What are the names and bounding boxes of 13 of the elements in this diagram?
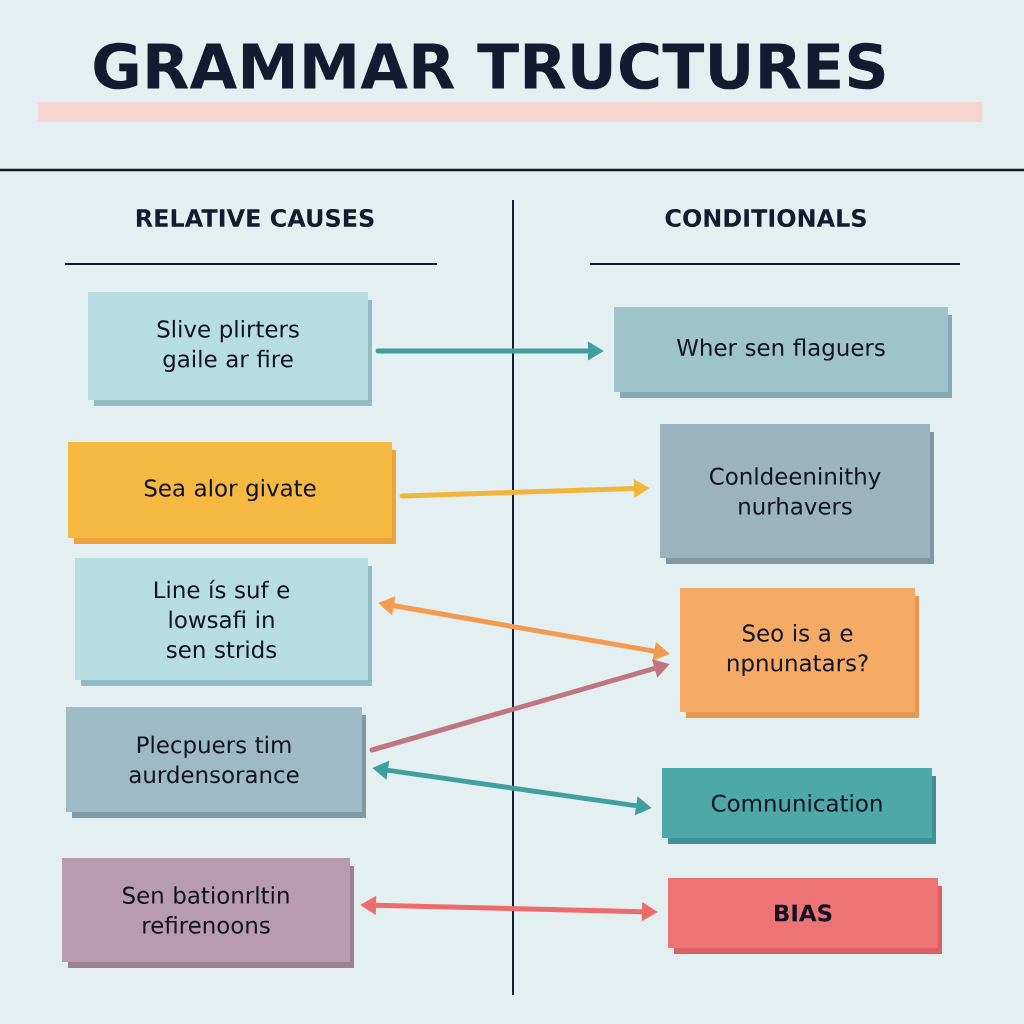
note-card: Plecpuers tim aurdensorance [66,707,366,818]
note-card: Sea alor givate [68,442,396,544]
note-card: Line ís suf e lowsafi in sen strids [75,558,372,686]
note-card: Slive plirters gaile ar fire [88,292,372,406]
note-card: Comnunication [662,768,936,844]
note-card: Conldeeninithy nurhavers [660,424,934,564]
note-card: BIAS [668,878,942,954]
note-card: Sen bationrltin refirenoons [62,858,354,968]
title: GRAMMAR TRUCTURES [94,42,885,90]
column-heading: RELATIVE CAUSES [136,208,374,228]
note-card: Seo is a e npnunatars? [680,588,919,718]
note-card: Wher sen flaguers [614,307,952,398]
column-heading: CONDITIONALS [665,208,866,228]
